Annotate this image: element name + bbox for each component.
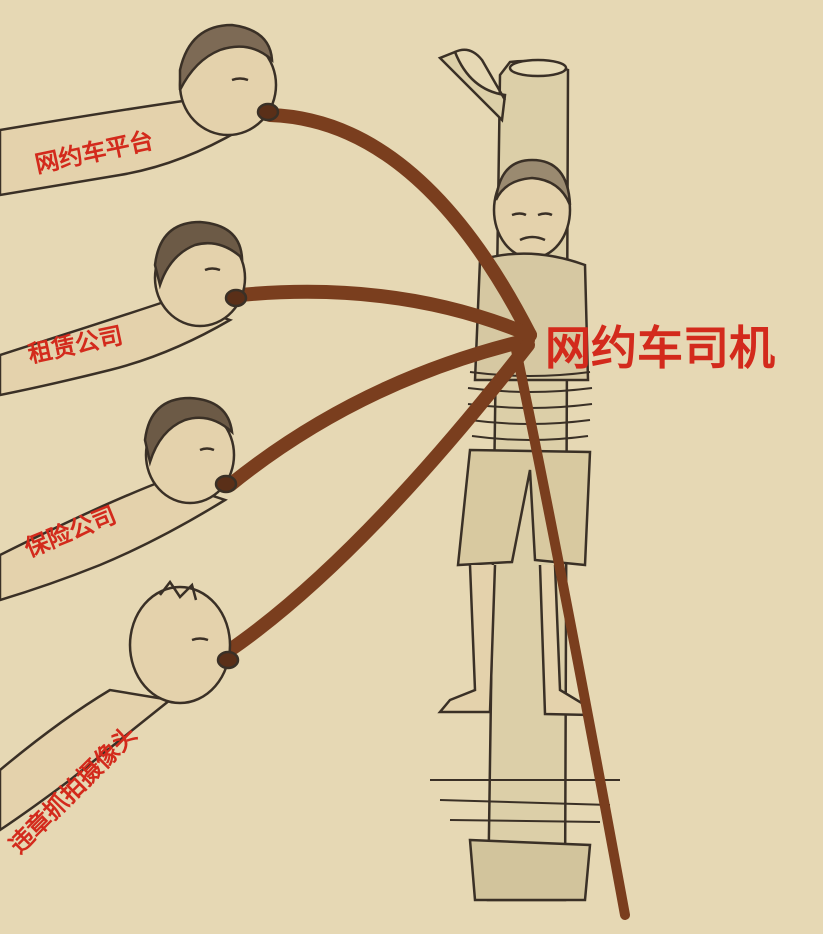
figure-platform	[0, 23, 280, 197]
figure-camera	[0, 579, 240, 832]
label-driver: 网约车司机	[545, 321, 775, 375]
straws	[223, 108, 630, 920]
figure-insurance	[0, 396, 238, 602]
figure-rental	[0, 220, 248, 397]
